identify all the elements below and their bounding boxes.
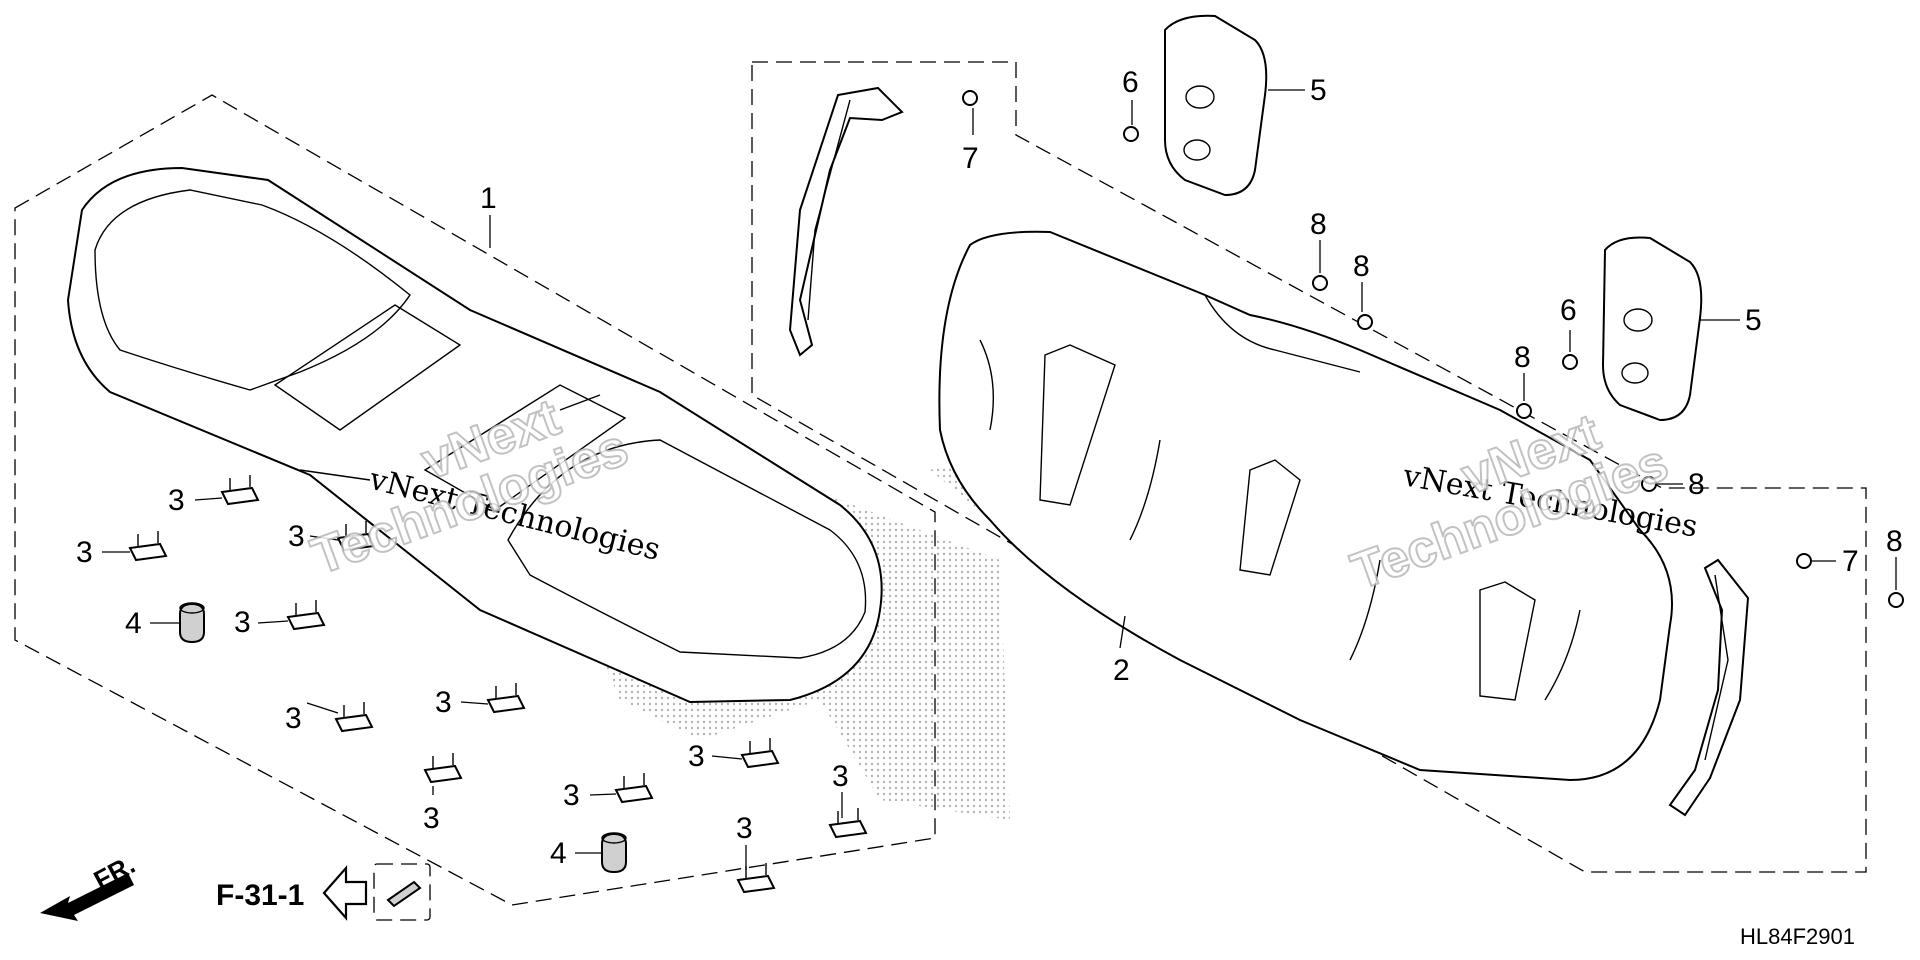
seat-cushion-group-box — [14, 94, 936, 906]
callout-part-3-a: 3 — [168, 484, 185, 517]
front-direction-label: FR. — [89, 849, 140, 895]
screw — [1796, 553, 1812, 569]
callout-part-3-g: 3 — [423, 802, 440, 835]
callout-labels: 1 2 5 5 6 6 7 7 8 8 8 8 8 3 3 3 3 3 3 3 … — [76, 66, 1903, 870]
bolt — [1357, 314, 1373, 330]
callout-part-3-c: 3 — [288, 520, 305, 553]
callout-part-7-lower: 7 — [1842, 545, 1859, 578]
clip — [334, 702, 374, 733]
clip — [128, 531, 168, 562]
headrest-upper — [1164, 14, 1268, 197]
reference-block: F-31-1 — [216, 863, 431, 921]
callout-part-3-i: 3 — [563, 779, 580, 812]
callout-part-6-lower: 6 — [1560, 294, 1577, 327]
diagram-code: HL84F2901 — [1740, 924, 1855, 949]
bolt — [1641, 476, 1657, 492]
clip — [286, 600, 326, 631]
reference-label: F-31-1 — [216, 879, 304, 912]
nut — [1562, 354, 1578, 370]
callout-part-3-d: 3 — [234, 606, 251, 639]
callout-part-3-h: 3 — [688, 740, 705, 773]
callout-part-3-j: 3 — [832, 760, 849, 793]
front-direction-indicator: FR. — [40, 849, 140, 921]
side-trim-right — [1668, 558, 1750, 817]
bolt — [1888, 592, 1904, 608]
clip — [828, 808, 868, 839]
seat-cushion — [66, 166, 883, 704]
callout-part-8-b: 8 — [1353, 250, 1370, 283]
rubber-stopper — [601, 832, 627, 874]
callout-part-6-upper: 6 — [1122, 66, 1139, 99]
clip — [740, 738, 780, 769]
reference-thumbnail — [373, 863, 431, 921]
callout-part-3-f: 3 — [435, 686, 452, 719]
callout-part-3-b: 3 — [76, 536, 93, 569]
fasteners — [962, 90, 1904, 608]
clip — [423, 753, 463, 784]
clip — [336, 521, 376, 552]
clip — [614, 773, 654, 804]
leader-lines — [102, 89, 1897, 870]
front-arrow-icon — [40, 873, 134, 921]
callout-part-8-c: 8 — [1514, 341, 1531, 374]
callout-part-2: 2 — [1113, 654, 1130, 687]
bolt — [1516, 403, 1532, 419]
callout-part-3-e: 3 — [285, 702, 302, 735]
callout-part-5-upper: 5 — [1310, 74, 1327, 107]
callout-part-8-a: 8 — [1310, 208, 1327, 241]
reference-arrow-icon — [322, 865, 368, 921]
clip — [736, 863, 776, 894]
callout-part-4-a: 4 — [125, 607, 142, 640]
side-trim-left — [788, 86, 904, 357]
screw — [962, 90, 978, 106]
clip — [486, 683, 526, 714]
clip — [220, 475, 260, 506]
callout-part-4-b: 4 — [550, 837, 567, 870]
seat-back — [938, 230, 1673, 782]
rubber-stopper — [179, 602, 205, 644]
clips — [128, 475, 868, 894]
headrest-lower — [1601, 236, 1703, 422]
callout-part-7-upper: 7 — [962, 142, 979, 175]
callout-part-1: 1 — [480, 182, 497, 215]
callout-part-5-lower: 5 — [1745, 304, 1762, 337]
callout-part-3-k: 3 — [736, 812, 753, 845]
reference-thumbnail-part-icon — [386, 880, 422, 908]
bolt — [1312, 275, 1328, 291]
callout-part-8-e: 8 — [1886, 525, 1903, 558]
callout-part-8-d: 8 — [1688, 468, 1705, 501]
nut — [1123, 126, 1139, 142]
